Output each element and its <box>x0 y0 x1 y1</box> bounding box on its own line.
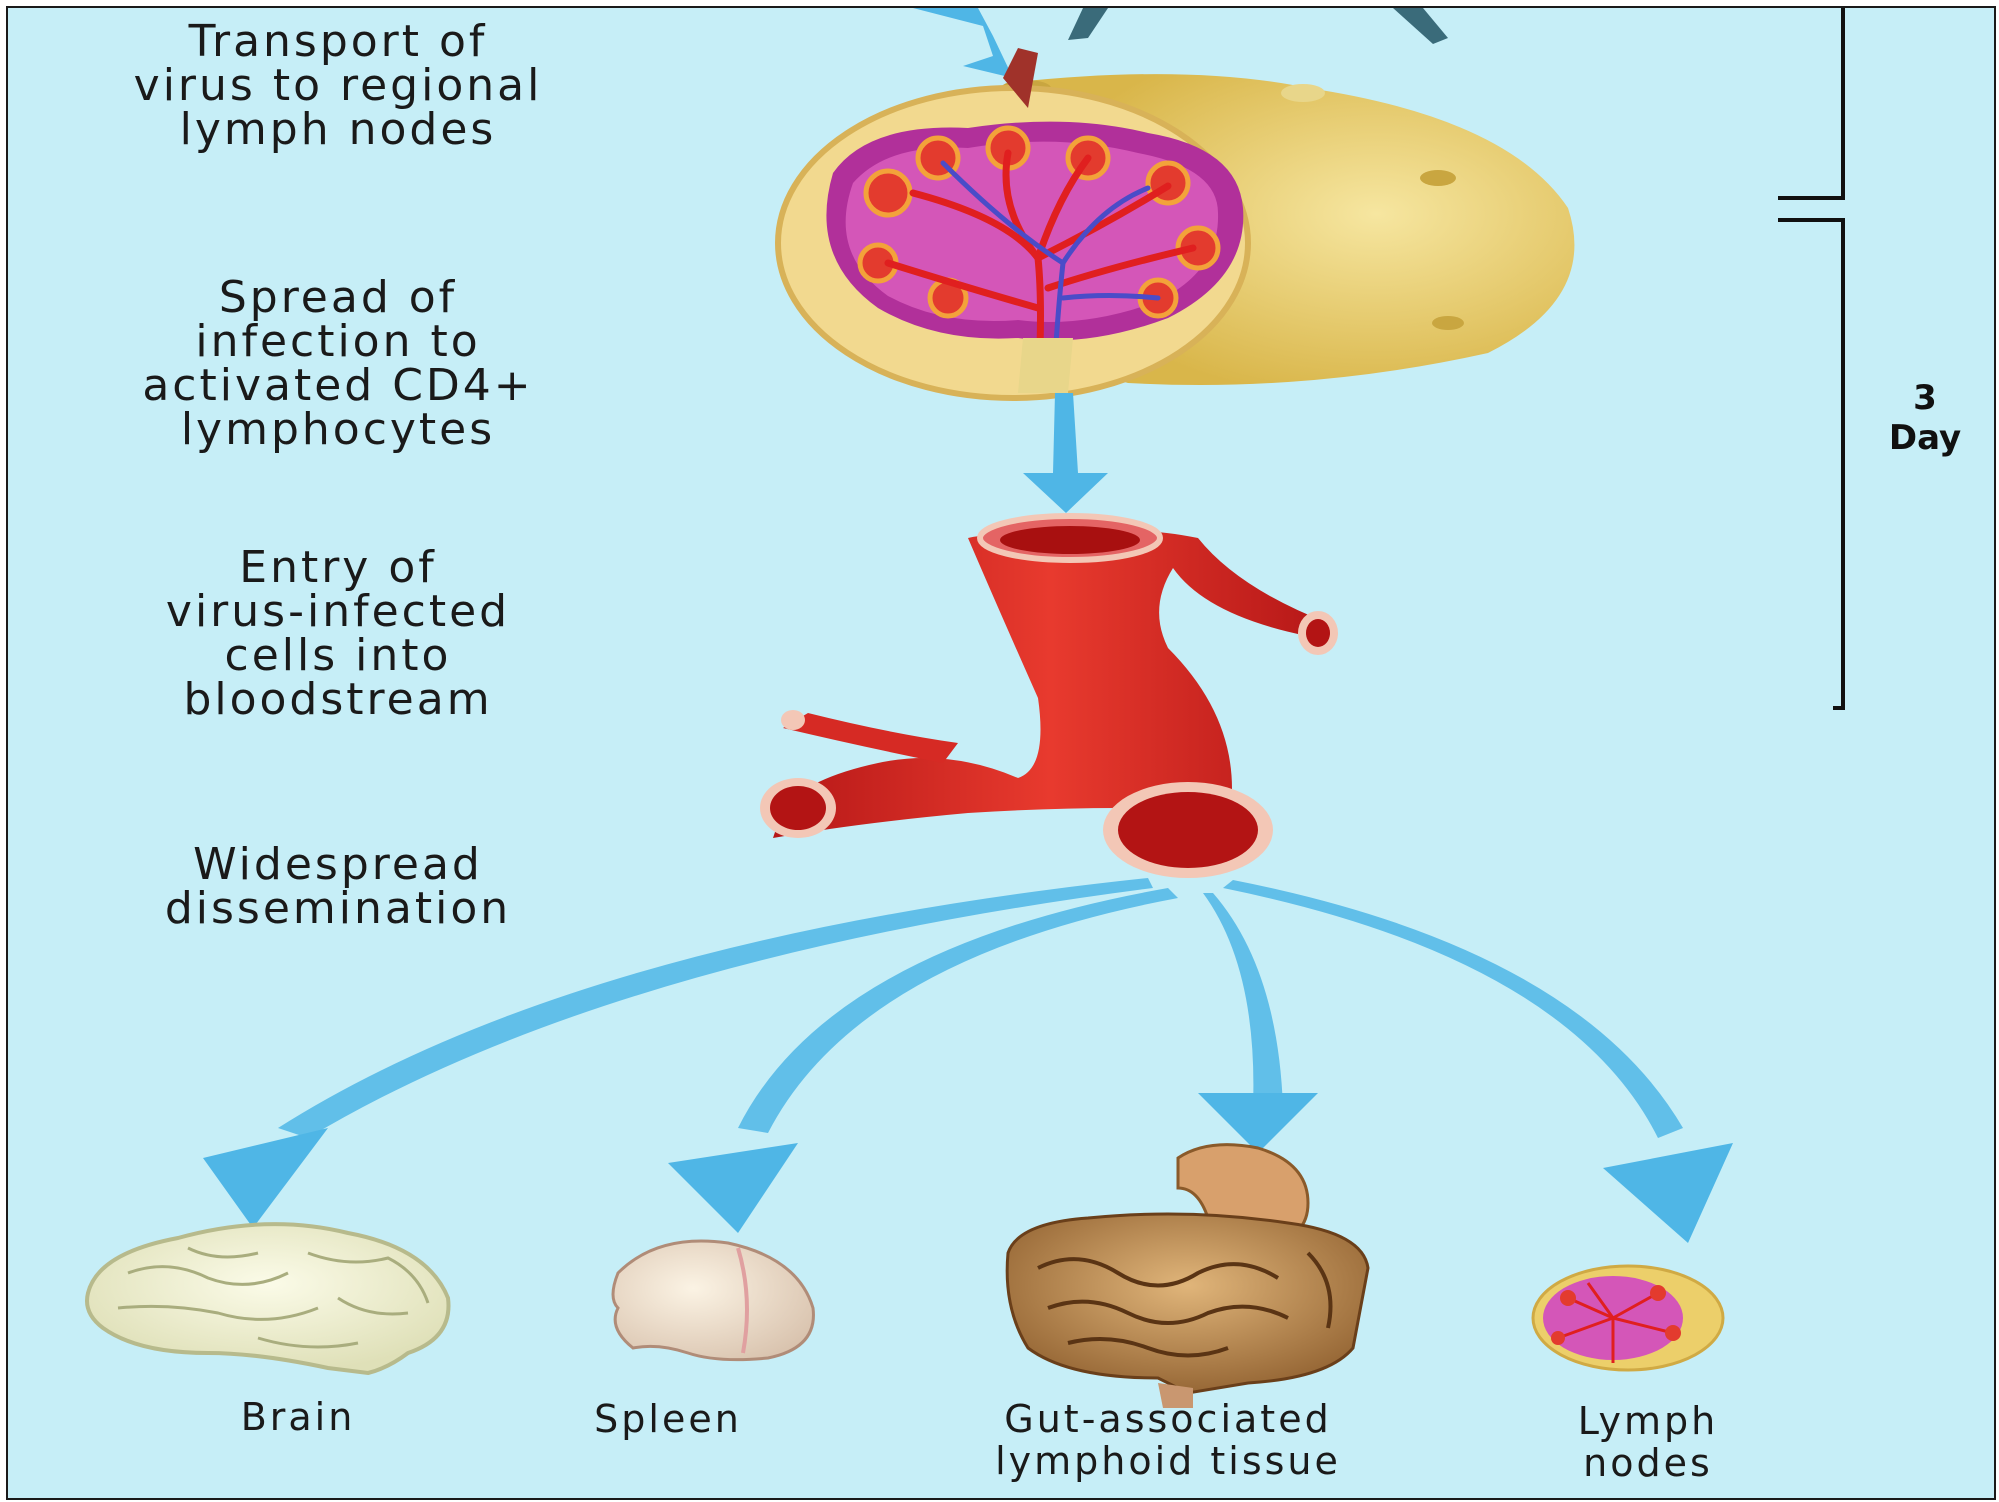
blood-vessel-illustration <box>760 516 1338 878</box>
incoming-arrow <box>913 8 1448 78</box>
lymph-node-illustration <box>778 48 1574 398</box>
stage-dissemination-label: Widespread dissemination <box>48 843 628 931</box>
stage-transport-label: Transport of virus to regional lymph nod… <box>48 20 628 152</box>
stage-entry-label: Entry of virus-infected cells into blood… <box>48 546 628 722</box>
spleen-label: Spleen <box>528 1398 808 1440</box>
spleen-illustration <box>613 1241 813 1360</box>
duration-unit: Day <box>1870 418 1980 458</box>
timeline-bracket <box>1778 8 1843 708</box>
lymph-nodes-label: Lymph nodes <box>1508 1400 1788 1484</box>
figure: Transport of virus to regional lymph nod… <box>6 6 1996 1500</box>
duration-value: 3 <box>1870 378 1980 418</box>
stage-spread-label: Spread of infection to activated CD4+ ly… <box>48 276 628 452</box>
brain-label: Brain <box>158 1396 438 1438</box>
small-lymph-node-illustration <box>1533 1266 1723 1370</box>
gut-illustration <box>1007 1145 1368 1408</box>
brain-illustration <box>87 1224 449 1373</box>
arrow-to-bloodstream <box>1023 393 1108 513</box>
duration-label: 3 Day <box>1870 378 1980 458</box>
illustration <box>8 8 1994 1498</box>
gut-associated-lymphoid-tissue-label: Gut-associated lymphoid tissue <box>888 1398 1448 1482</box>
